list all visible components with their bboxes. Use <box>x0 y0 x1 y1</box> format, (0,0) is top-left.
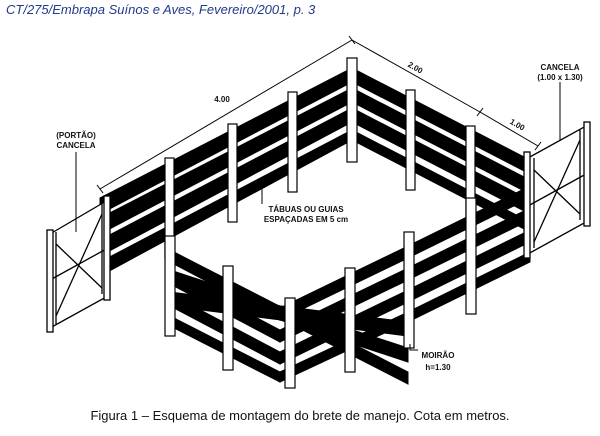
right-gate-label: CANCELA <box>540 63 579 72</box>
boards-label-line1: TÁBUAS OU GUIAS <box>268 205 344 214</box>
post-leader <box>409 344 418 351</box>
left-gate <box>46 195 111 333</box>
back-posts <box>164 57 476 259</box>
post-label: MOIRÃO <box>422 351 455 360</box>
boards-leader-arrow <box>259 180 265 188</box>
dimension-200-label: 2.00 <box>406 60 424 76</box>
right-gate-size-label: (1.00 x 1.30) <box>537 73 583 82</box>
dimension-lines <box>96 35 561 194</box>
left-gate-label: CANCELA <box>56 141 95 150</box>
page-header: CT/275/Embrapa Suínos e Aves, Fevereiro/… <box>6 2 316 17</box>
figure-caption: Figura 1 – Esquema de montagem do brete … <box>90 408 510 423</box>
dimension-400-label: 4.00 <box>214 95 230 104</box>
post-height-label: h=1.30 <box>425 363 451 372</box>
front-posts <box>164 197 477 389</box>
right-gate <box>523 121 591 259</box>
left-gate-portao-label: (PORTÃO) <box>56 131 96 140</box>
boards-label-line2: ESPAÇADAS EM 5 cm <box>264 215 348 224</box>
